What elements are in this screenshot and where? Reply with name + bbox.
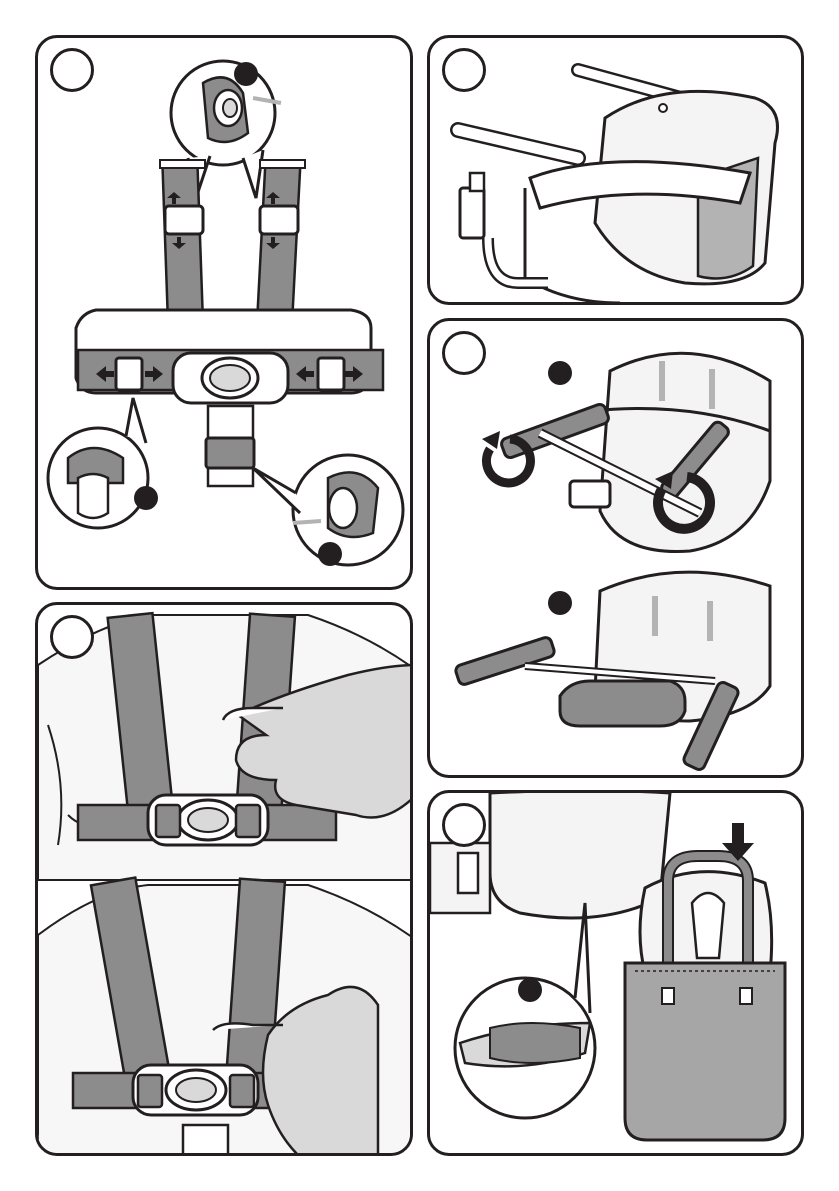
step-number-circle (50, 615, 94, 659)
panel-harness-adjustment (35, 35, 413, 590)
buckle-detail-right (253, 455, 403, 566)
marker-dot (134, 486, 158, 510)
buckle-detail-left (48, 398, 158, 528)
harness-on-child-illustration (38, 605, 413, 1156)
step-number-circle (442, 48, 486, 92)
marker-dot (548, 361, 572, 385)
storage-bag-illustration (430, 793, 804, 1156)
panel-storage-bag (427, 790, 804, 1156)
step-number-circle (50, 48, 94, 92)
panel-harness-fitting (35, 602, 413, 1156)
marker-dot (548, 591, 572, 615)
panel-frame-folding (427, 318, 804, 778)
marker-dot (234, 62, 258, 86)
step-number-circle (442, 803, 486, 847)
harness-diagram (38, 38, 413, 590)
step-number-circle (442, 331, 486, 375)
folding-illustration (430, 321, 804, 778)
seat-illustration (430, 38, 804, 305)
panel-seat-overview (427, 35, 804, 305)
marker-dot (318, 542, 342, 566)
marker-dot (518, 978, 542, 1002)
